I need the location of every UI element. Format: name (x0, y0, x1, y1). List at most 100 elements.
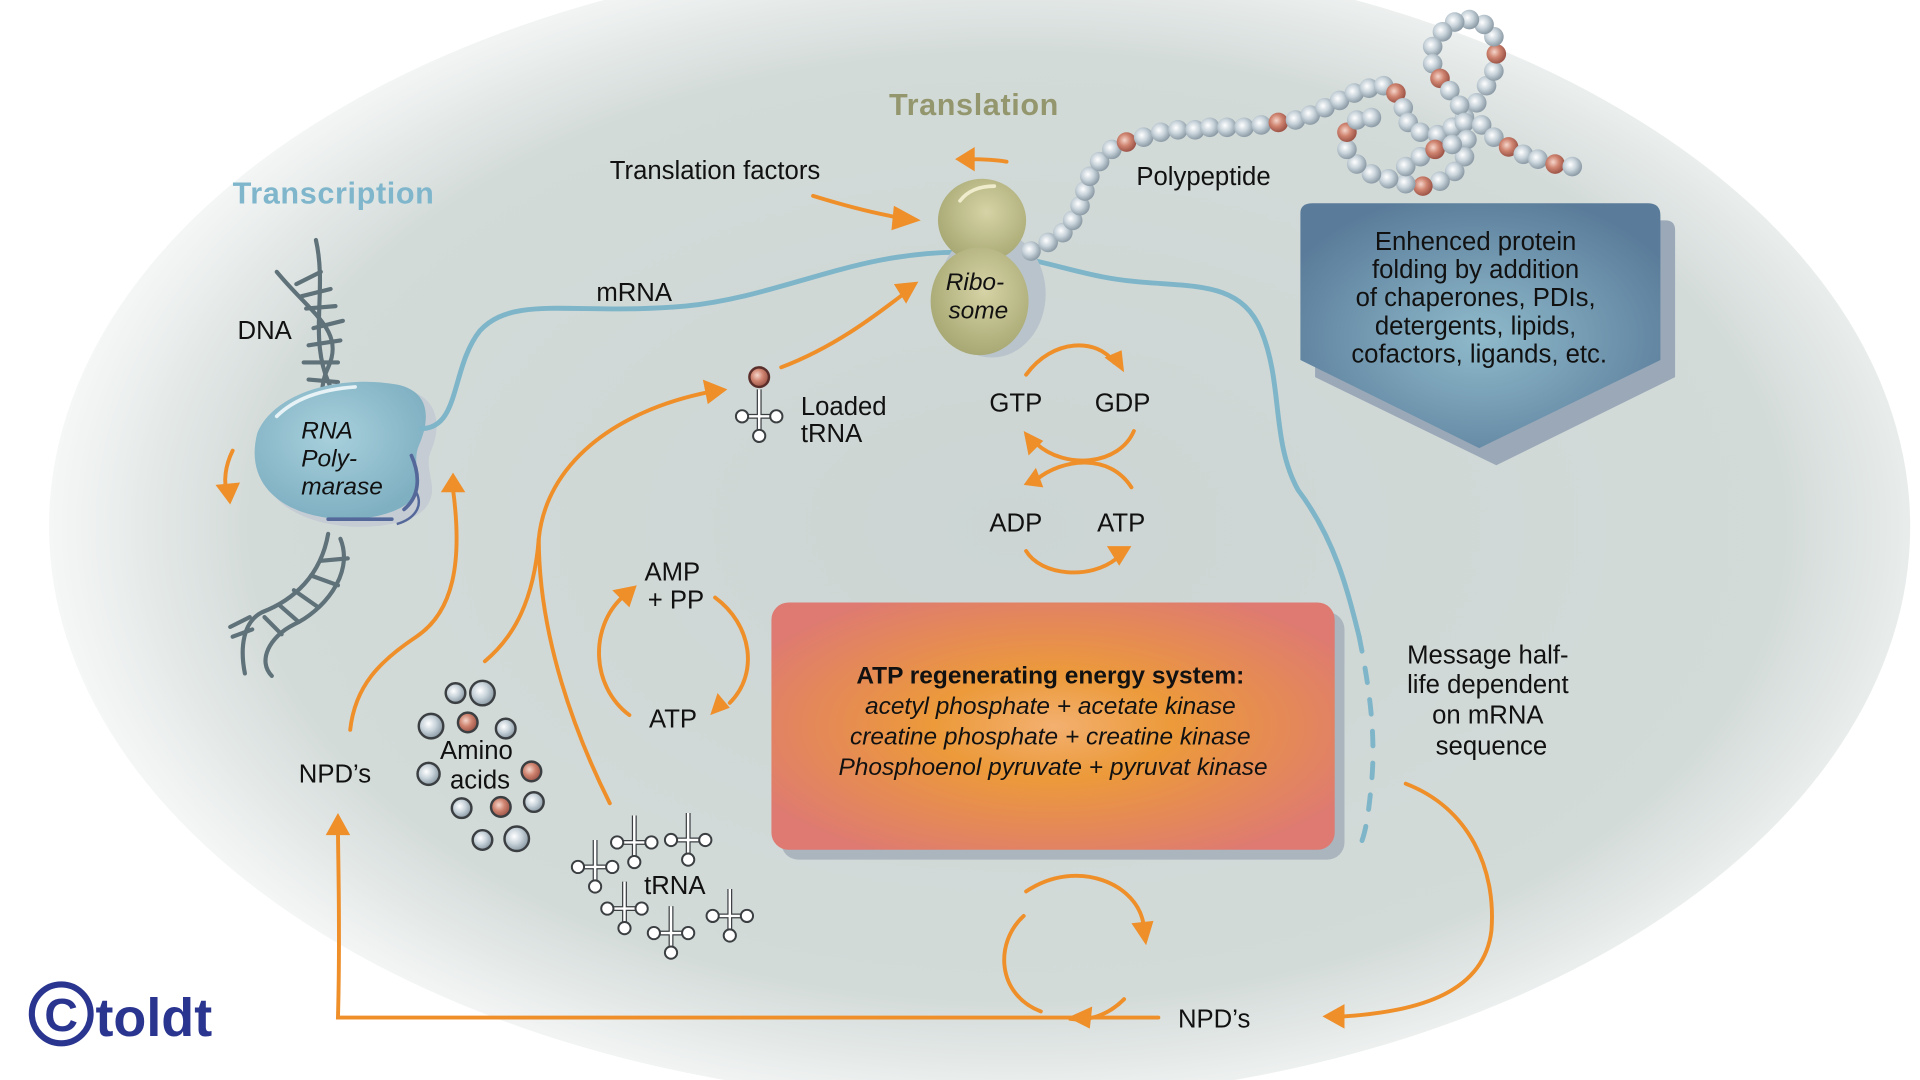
amino-acid (520, 760, 543, 783)
amino-acid-bead (1484, 61, 1504, 81)
protein-folding-text: Enhenced protein folding by addition of … (1351, 228, 1607, 369)
arrowhead (702, 379, 728, 405)
arrowhead (1023, 467, 1044, 488)
amino-acid (456, 711, 479, 734)
amino-acid-bead (1459, 9, 1480, 30)
trna-cluster (570, 813, 755, 960)
arrowhead (1104, 350, 1125, 373)
amino-acid-bead (1528, 149, 1548, 169)
atp-amp-cycle-label: ATP (649, 705, 697, 733)
amino-acid (503, 825, 531, 853)
amino-acids-cluster (416, 679, 545, 853)
npd-recycle-line (335, 825, 1161, 1020)
amino-acid-bead-red (1498, 137, 1519, 157)
amino-acid-bead (1476, 75, 1497, 96)
amino-acid-bead (1359, 78, 1379, 98)
amino-acid-bead (1168, 120, 1188, 140)
arrowhead (710, 693, 730, 716)
amino-acid-bead (1062, 210, 1083, 231)
amino-acid (494, 717, 517, 740)
amino-acid-bead (1466, 93, 1487, 113)
amino-acid-bead (1089, 151, 1110, 172)
arrowhead (891, 205, 921, 231)
amino-acid-bead-red (1116, 132, 1137, 152)
loaded-trna-label: Loaded tRNA (801, 393, 894, 448)
arrowhead (1322, 1004, 1345, 1029)
amino-acid-bead (1562, 156, 1583, 177)
arrowhead (893, 281, 919, 304)
amino-acid-bead (1102, 139, 1122, 160)
trna-label: tRNA (644, 872, 706, 900)
amino-acid (416, 761, 441, 787)
dna-label: DNA (238, 317, 293, 345)
gdp-to-gtp-arrow (1033, 429, 1136, 463)
amino-acid-bead-red (1386, 83, 1406, 103)
amino-acid-bead (1200, 117, 1220, 138)
loaded-trna-to-ribosome-arrow (779, 291, 906, 370)
amino-acid-bead (1427, 124, 1448, 145)
arrowhead (612, 585, 637, 608)
atp-to-adp-arrow (1033, 460, 1134, 490)
amino-acid-bead (1337, 139, 1357, 160)
rna-polymerase (254, 381, 437, 527)
amino-acid-bead (1021, 241, 1041, 261)
adp-to-atp-arrow (1024, 549, 1119, 575)
amino-acid-bead (1432, 22, 1453, 42)
amino-acid-bead (1422, 53, 1443, 74)
amino-acid-bead (1395, 173, 1416, 194)
amino-acid-bead (1080, 166, 1100, 187)
amino-acid-bead (1346, 110, 1367, 130)
loaded-trna-icon (734, 366, 784, 444)
amino-acid-bead (1430, 171, 1450, 192)
amino-acid-bead (1234, 117, 1254, 138)
trna-icon (663, 813, 713, 867)
amino-acid-bead (1440, 80, 1460, 101)
polypeptide-chain (1021, 9, 1583, 261)
amino-acid-bead (1133, 127, 1154, 147)
amino-acid (489, 795, 512, 818)
ribosome-label: Ribo- some (946, 269, 1011, 324)
adp-label: ADP (989, 509, 1042, 537)
arrowhead (440, 472, 466, 493)
amino-acids-label: Amino acids (440, 737, 520, 794)
translation-factors-label: Translation factors (610, 157, 820, 185)
arrowhead (955, 146, 975, 172)
amino-acid-bead (1471, 115, 1492, 135)
amino-acid-bead (1378, 168, 1399, 189)
amino-acid-bead-red (1486, 44, 1507, 64)
amino-acid-bead (1444, 161, 1465, 182)
amino-acid-bead (1217, 117, 1237, 138)
trna-to-loaded-arrow (536, 536, 612, 806)
arrowhead (215, 482, 240, 505)
amino-acid-bead (1361, 107, 1382, 128)
amino-acids-to-trna-arrow (482, 389, 713, 664)
amino-acid-bead-red (1268, 112, 1289, 133)
logo-text: toldt (96, 988, 213, 1048)
gtp-to-gdp-arrow (1024, 343, 1117, 377)
amino-acid (417, 712, 445, 740)
rna-polymerase-label: RNA Poly- marase (301, 417, 383, 500)
npds-left-label: NPD’s (299, 760, 371, 788)
atp-regenerating-box (771, 602, 1345, 860)
amino-acid-bead (1251, 115, 1272, 135)
atp-label: ATP (1097, 509, 1145, 537)
polypeptide-label: Polypeptide (1136, 163, 1270, 191)
amp-pp-label: AMP + PP (644, 558, 707, 614)
amino-acid-bead (1329, 90, 1350, 111)
amino-acid-bead (1410, 146, 1431, 167)
ribosome (930, 178, 1046, 358)
amino-acid-bead (1300, 105, 1320, 125)
trna-icon (610, 815, 659, 870)
amino-acid-bead (1315, 97, 1335, 118)
atp-to-amp-arrow (597, 595, 632, 718)
amino-acid-bead (1484, 127, 1504, 147)
trna-icon (570, 840, 620, 894)
amino-acid-bead (1038, 232, 1058, 253)
amino-acid-bead (1454, 146, 1475, 167)
protein-folding-box (1300, 203, 1676, 466)
amp-to-atp-arrow (713, 595, 750, 705)
amino-acid-bead (1185, 120, 1205, 140)
toldt-logo: C toldt (28, 981, 213, 1048)
transcription-title: Transcription (233, 176, 435, 210)
npd-loop-top-arrow (1024, 873, 1146, 928)
